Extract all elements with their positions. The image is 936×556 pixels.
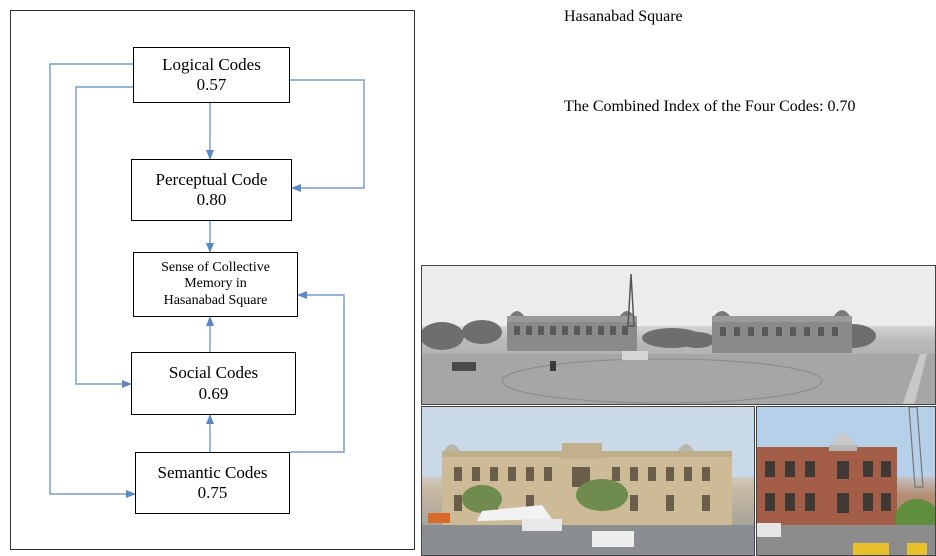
logical-codes-node: Logical Codes 0.57 — [133, 47, 290, 103]
collective-memory-line3: Hasanabad Square — [163, 292, 268, 308]
social-codes-value: 0.69 — [198, 383, 229, 403]
collective-memory-line2: Memory in — [184, 276, 247, 292]
perceptual-code-value: 0.80 — [196, 190, 227, 209]
building-corner-image — [757, 407, 935, 555]
building-corner-photo — [756, 406, 936, 556]
perceptual-code-label: Perceptual Code — [155, 169, 268, 189]
logical-codes-label: Logical Codes — [162, 54, 261, 74]
perceptual-code-node: Perceptual Code 0.80 — [131, 159, 292, 221]
social-codes-node: Social Codes 0.69 — [131, 352, 296, 415]
logical-codes-value: 0.57 — [196, 75, 227, 94]
combined-index-text: The Combined Index of the Four Codes: 0.… — [564, 98, 856, 115]
social-codes-label: Social Codes — [168, 363, 259, 383]
building-front-image — [422, 407, 754, 555]
square-title: Hasanabad Square — [564, 8, 683, 25]
panorama-image — [422, 266, 935, 404]
building-front-photo — [421, 406, 755, 556]
collective-memory-node: Sense of Collective Memory in Hasanabad … — [133, 252, 298, 317]
semantic-codes-label: Semantic Codes — [157, 462, 268, 482]
semantic-codes-value: 0.75 — [197, 483, 228, 502]
semantic-codes-node: Semantic Codes 0.75 — [135, 452, 290, 514]
panorama-photo — [421, 265, 936, 405]
collective-memory-line1: Sense of Collective — [161, 260, 270, 276]
